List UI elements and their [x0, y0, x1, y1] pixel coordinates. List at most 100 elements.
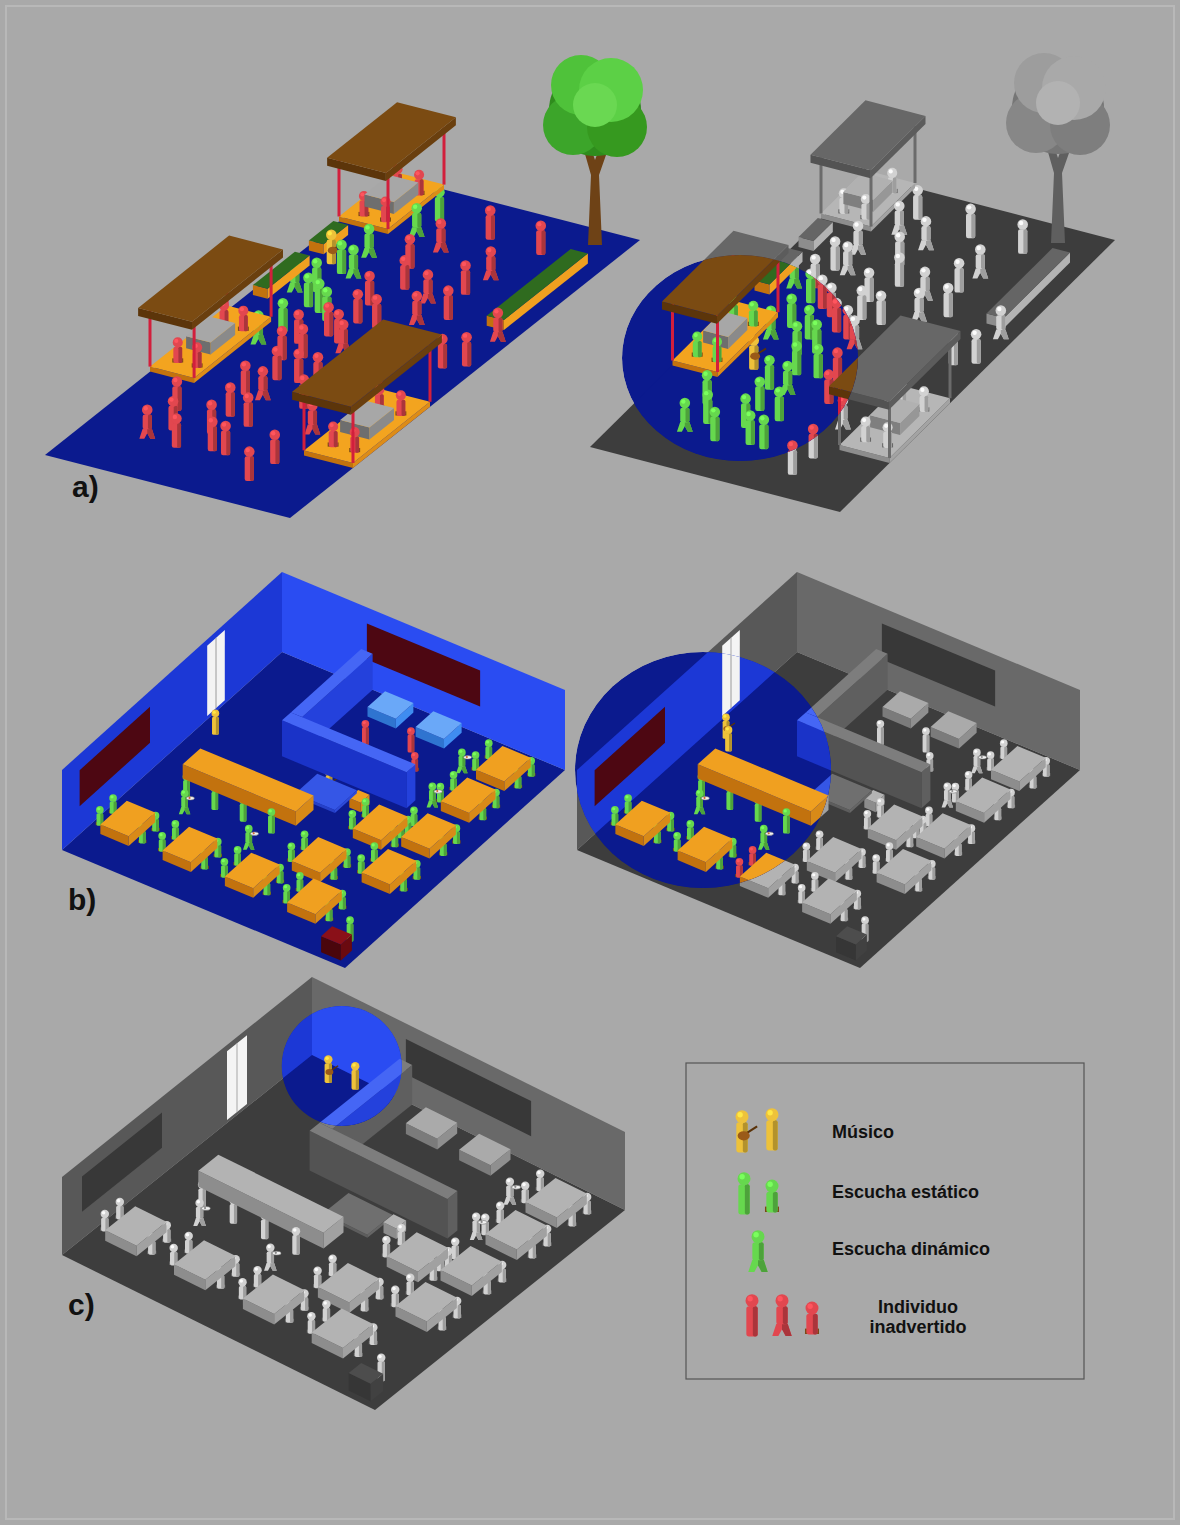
person-head [887, 168, 897, 178]
person-body [861, 203, 870, 219]
stall-roof [138, 236, 283, 330]
person-body-shade [900, 262, 904, 287]
person-head [680, 398, 691, 409]
tree-crown [1006, 93, 1066, 153]
person-body [976, 254, 985, 269]
person-body-shade [466, 270, 470, 295]
block-top [829, 316, 961, 402]
person-head [925, 807, 933, 815]
person-body [920, 277, 929, 292]
person-head [811, 319, 822, 330]
person-head [702, 370, 713, 381]
person-figure [485, 205, 496, 240]
person-figure [272, 346, 283, 381]
person-body [864, 277, 873, 302]
person-body-shade [971, 214, 975, 239]
seat [838, 209, 849, 213]
person-body-shade [178, 347, 182, 363]
person-figure [876, 290, 887, 325]
person-head [168, 396, 179, 407]
person-body [809, 434, 818, 459]
person-body-shade [977, 339, 981, 364]
person-body [268, 815, 275, 833]
person-body [895, 211, 904, 226]
person-head [740, 393, 751, 404]
person-head-light [997, 307, 1001, 311]
person-head [861, 194, 871, 204]
person-head [842, 241, 853, 252]
person-body-shade [334, 431, 338, 447]
person-body-shade [177, 423, 181, 448]
person-head [313, 352, 324, 363]
person-head-light [625, 795, 628, 798]
person-head [346, 916, 354, 924]
block-top [287, 879, 342, 915]
person-head [692, 332, 702, 342]
person-head-light [789, 442, 793, 446]
person-body [444, 295, 453, 320]
person-figure [860, 417, 871, 443]
person-head-light [314, 353, 318, 357]
person-body-shade [862, 295, 866, 320]
person-figure [918, 216, 934, 250]
person-body [832, 308, 841, 333]
person-head [792, 321, 803, 332]
person-head [314, 278, 325, 289]
person-body [339, 329, 348, 344]
person-body [423, 279, 432, 294]
person-figure [808, 424, 819, 459]
stall-post [429, 345, 432, 402]
person-body [853, 231, 862, 246]
person-body [954, 268, 963, 293]
person-head-light [159, 833, 162, 836]
person-body-shade [449, 295, 453, 320]
person-body-shade [671, 819, 674, 832]
person-head [824, 369, 835, 380]
person-body [746, 420, 755, 445]
sofa [931, 711, 977, 748]
person-figure [847, 315, 863, 349]
person-head-light [473, 752, 476, 755]
person-head-light [834, 349, 838, 353]
person-legs-shade [369, 248, 377, 258]
person-head-light [914, 187, 918, 191]
person-head-light [174, 339, 178, 343]
person-head [364, 271, 375, 282]
stall-post [899, 328, 902, 385]
person-head-light [459, 750, 462, 753]
person-head-light [877, 292, 881, 296]
person-body-shade [344, 329, 348, 344]
block-top [806, 649, 888, 717]
person-body [226, 392, 235, 417]
person-figure [420, 269, 436, 303]
person-head [686, 820, 694, 828]
person-figure [877, 720, 885, 745]
person-figure [759, 415, 770, 450]
person-head [357, 854, 365, 862]
person-body-shade [334, 867, 337, 880]
block-top [931, 711, 977, 739]
person-head [817, 274, 828, 285]
person-body-shade [814, 434, 818, 459]
person-head-light [688, 821, 691, 824]
person-legs [346, 269, 362, 279]
person-body-shade [765, 424, 769, 449]
person-figure [971, 749, 987, 774]
person-head [220, 421, 231, 432]
person-body-shade [814, 434, 818, 459]
person-head-light [1019, 221, 1023, 225]
person-head [832, 347, 843, 358]
person-figure [407, 727, 415, 752]
person-body-shade [366, 727, 369, 745]
person-body-shade [811, 278, 815, 303]
person-legs [835, 419, 851, 429]
stall-roof [292, 319, 442, 414]
person-body [888, 177, 897, 193]
block-side [873, 181, 892, 212]
person-body [244, 402, 253, 427]
person-head [971, 329, 982, 340]
person-head [808, 424, 819, 435]
person-head-light [784, 362, 788, 366]
person-head-light [760, 416, 764, 420]
person-legs-shade [980, 269, 988, 279]
